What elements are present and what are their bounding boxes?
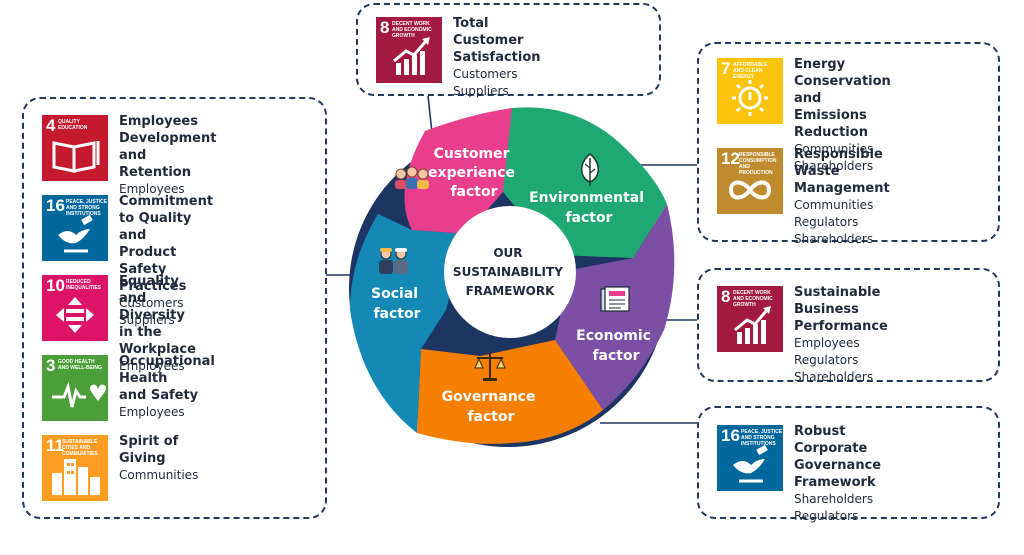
sdg-8-badge: 8 DECENT WORK AND ECONOMIC GROWTH bbox=[376, 17, 442, 83]
sdg-10-badge: 10 REDUCED INEQUALITIES bbox=[42, 275, 108, 341]
stakeholder: Shareholders bbox=[794, 370, 874, 384]
city-icon bbox=[52, 459, 100, 495]
book-icon bbox=[52, 141, 100, 173]
sdg-16-badge: 16 PEACE, JUSTICE AND STRONG INSTITUTION… bbox=[717, 425, 783, 491]
sdg-caption: REDUCED INEQUALITIES bbox=[66, 279, 102, 291]
sdg-16-badge: 16 PEACE, JUSTICE AND STRONG INSTITUTION… bbox=[42, 195, 108, 261]
sdg-number: 16 bbox=[46, 196, 65, 215]
stakeholder: Employees bbox=[119, 182, 185, 196]
stakeholder: Communities bbox=[794, 142, 874, 156]
panel-right-bottom: 16 PEACE, JUSTICE AND STRONG INSTITUTION… bbox=[697, 406, 1000, 523]
dove-gavel-icon bbox=[58, 214, 93, 253]
sdg-8-badge: 8 DECENT WORK AND ECONOMIC GROWTH bbox=[717, 286, 783, 352]
sdg-caption: QUALITY EDUCATION bbox=[58, 119, 88, 131]
panel-right-mid: 8 DECENT WORK AND ECONOMIC GROWTH Sustai… bbox=[697, 268, 1000, 384]
sdg-caption: GOOD HEALTH AND WELL-BEING bbox=[58, 359, 102, 371]
label-social: Social factor bbox=[371, 286, 423, 322]
sdg-4-badge: 4 QUALITY EDUCATION bbox=[42, 115, 108, 181]
equality-icon bbox=[56, 297, 94, 333]
goal-title: Spirit of Giving bbox=[119, 434, 179, 466]
stakeholder: Employees bbox=[119, 359, 185, 373]
sdg-caption: DECENT WORK AND ECONOMIC GROWTH bbox=[733, 290, 773, 308]
stakeholder: Regulators bbox=[794, 353, 859, 367]
goal-title: Robust Corporate Governance Framework bbox=[794, 424, 882, 490]
sdg-caption: PEACE, JUSTICE AND STRONG INSTITUTIONS bbox=[741, 429, 783, 447]
sdg-3-badge: 3 GOOD HEALTH AND WELL-BEING bbox=[42, 355, 108, 421]
stakeholder: Shareholders bbox=[794, 232, 874, 246]
center-circle bbox=[444, 206, 576, 338]
infinity-icon bbox=[728, 180, 772, 200]
growth-chart-icon bbox=[393, 37, 430, 75]
label-governance: Governance factor bbox=[442, 389, 541, 425]
stakeholder: Shareholders bbox=[794, 159, 874, 173]
segment-customer-experience[interactable] bbox=[404, 108, 540, 234]
center-label: OUR SUSTAINABILITY FRAMEWORK bbox=[453, 246, 567, 298]
newspaper-icon bbox=[600, 286, 630, 312]
goal-title: Sustainable Business Performance bbox=[794, 285, 888, 334]
sdg-caption: RESPONSIBLE CONSUMPTION AND PRODUCTION bbox=[739, 152, 777, 176]
growth-chart-icon bbox=[734, 306, 771, 344]
stakeholder: Regulators bbox=[794, 215, 859, 229]
goal-title: Equality and Diversity in the Workplace bbox=[119, 274, 196, 357]
goal-title: Total Customer Satisfaction bbox=[453, 16, 541, 65]
scale-icon bbox=[474, 352, 506, 381]
stakeholder: Communities bbox=[119, 468, 199, 482]
sdg-number: 3 bbox=[46, 356, 56, 375]
label-environmental: Environmental factor bbox=[529, 190, 649, 226]
goal-title: Energy Conservation and Emissions Reduct… bbox=[794, 57, 891, 140]
stakeholder: Suppliers bbox=[119, 313, 175, 327]
label-customer-experience: Customer experience factor bbox=[428, 146, 520, 200]
dove-gavel-icon bbox=[733, 444, 768, 483]
people-icon bbox=[395, 166, 429, 189]
workers-icon bbox=[379, 248, 408, 274]
panel-top: 8 DECENT WORK AND ECONOMIC GROWTH Total … bbox=[356, 3, 661, 98]
sdg-number: 12 bbox=[721, 149, 740, 168]
stakeholder: Customers bbox=[119, 296, 184, 310]
goal-title: Occupational Health and Safety bbox=[119, 354, 215, 403]
sdg-number: 7 bbox=[721, 59, 731, 78]
segment-governance[interactable] bbox=[417, 340, 603, 444]
sdg-caption: DECENT WORK AND ECONOMIC GROWTH bbox=[392, 21, 432, 39]
sdg-11-badge: 11 SUSTAINABLE CITIES AND COMMUNITIES bbox=[42, 435, 108, 501]
label-economic: Economic factor bbox=[576, 328, 656, 364]
sdg-number: 11 bbox=[46, 436, 64, 455]
stakeholder: Employees bbox=[119, 405, 185, 419]
goal-title: Commitment to Quality and Product Safety… bbox=[119, 194, 214, 294]
sdg-caption: SUSTAINABLE CITIES AND COMMUNITIES bbox=[62, 439, 98, 457]
goal-title: Responsible Waste Management bbox=[794, 147, 890, 196]
sdg-caption: AFFORDABLE AND CLEAN ENERGY bbox=[733, 62, 768, 80]
sdg-caption: PEACE, JUSTICE AND STRONG INSTITUTIONS bbox=[66, 199, 108, 217]
heartbeat-icon bbox=[52, 381, 106, 408]
leaf-icon bbox=[581, 153, 599, 186]
panel-left: 4 QUALITY EDUCATION Employees Developmen… bbox=[22, 97, 327, 519]
stakeholder: Employees bbox=[794, 336, 860, 350]
stakeholder: Customers bbox=[453, 67, 518, 81]
stakeholder: Communities bbox=[794, 198, 874, 212]
stakeholder: Regulators bbox=[794, 509, 859, 523]
sun-power-icon bbox=[732, 80, 768, 116]
sdg-7-badge: 7 AFFORDABLE AND CLEAN ENERGY bbox=[717, 58, 783, 124]
sdg-number: 4 bbox=[46, 116, 56, 135]
stakeholder: Suppliers bbox=[453, 84, 509, 98]
sdg-number: 10 bbox=[46, 276, 65, 295]
sdg-12-badge: 12 RESPONSIBLE CONSUMPTION AND PRODUCTIO… bbox=[717, 148, 783, 214]
sdg-number: 16 bbox=[721, 426, 740, 445]
sdg-number: 8 bbox=[380, 18, 390, 37]
panel-right-top: 7 AFFORDABLE AND CLEAN ENERGY Energy Con… bbox=[697, 42, 1000, 246]
goal-title: Employees Development and Retention bbox=[119, 114, 217, 180]
sdg-number: 8 bbox=[721, 287, 731, 306]
stakeholder: Shareholders bbox=[794, 492, 874, 506]
